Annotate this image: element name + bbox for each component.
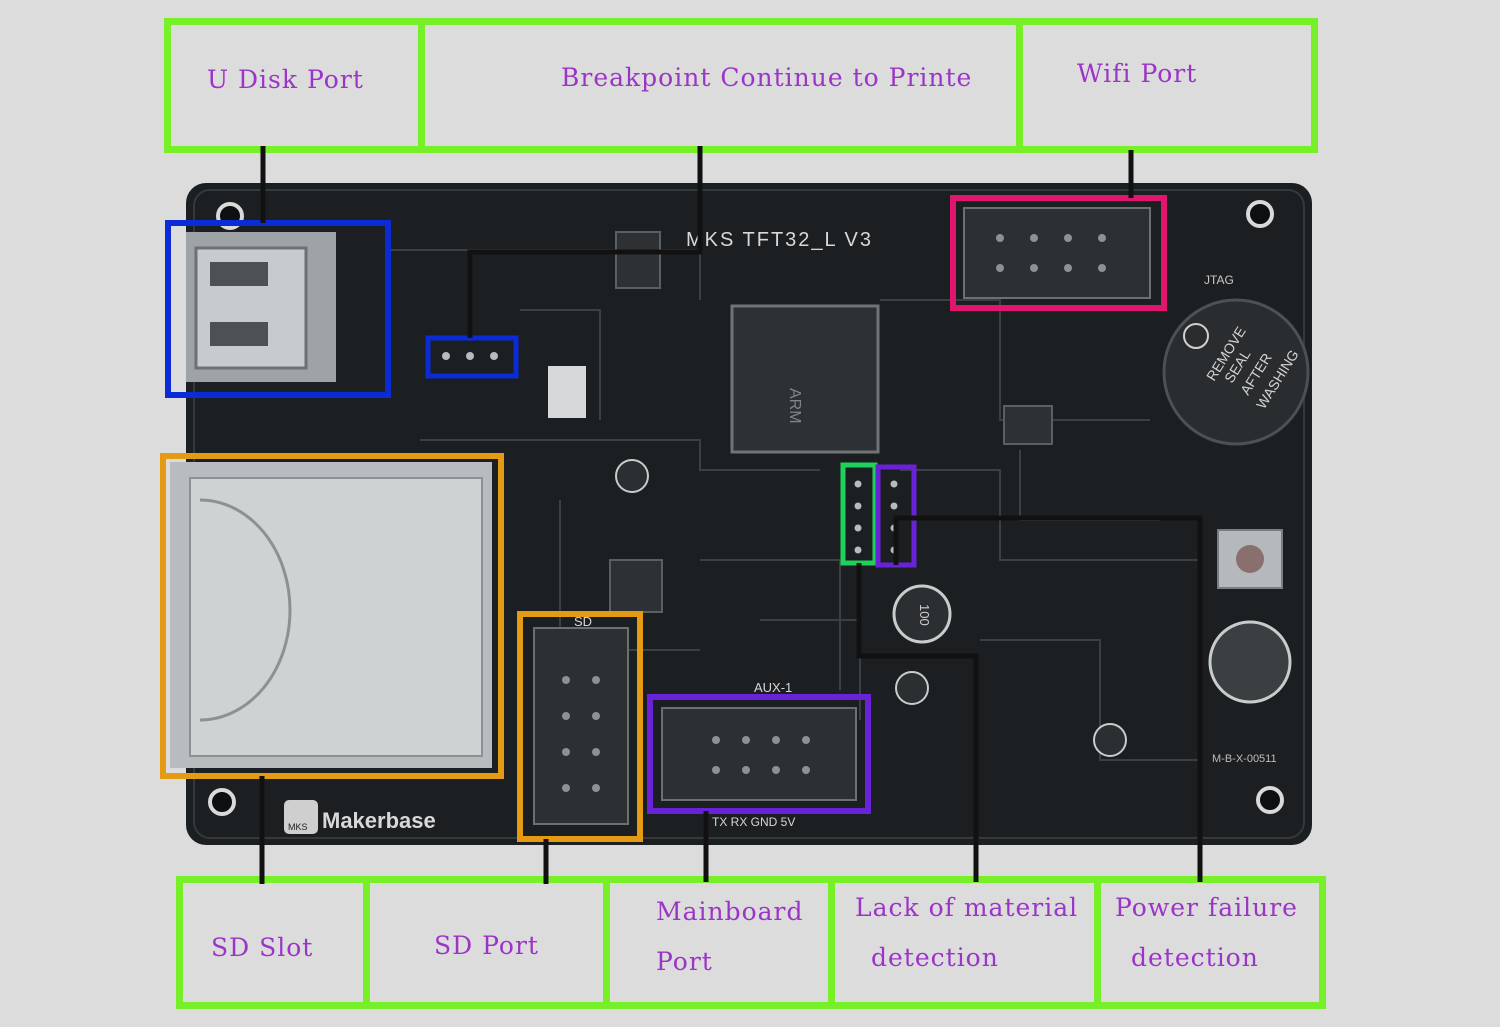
mks-logo-text: MKS <box>288 822 308 832</box>
label-line: Mainboard <box>656 897 804 926</box>
wifi-highlight-box <box>950 195 1167 311</box>
cpu-chip <box>730 304 880 454</box>
pcb-board <box>186 183 1312 845</box>
material-highlight-box <box>840 462 878 566</box>
label-breakpoint: Breakpoint Continue to Printe <box>425 25 1023 146</box>
mounting-holes <box>208 200 1284 816</box>
capacitor <box>615 459 649 493</box>
aux-header <box>661 707 857 801</box>
label-line: detection <box>1131 943 1259 972</box>
label-line: detection <box>871 943 999 972</box>
leader-breakpoint <box>467 146 703 338</box>
aux-header-label: AUX-1 <box>754 680 792 695</box>
buzzer-label: REMOVE <box>1203 324 1249 384</box>
chip-label: ARM <box>786 388 803 424</box>
board-serial: M-B-X-00511 <box>1212 753 1277 765</box>
label-sd-port: SD Port <box>370 883 610 1002</box>
mks-logo <box>284 800 318 834</box>
usb-port-housing <box>186 232 336 382</box>
label-text: Breakpoint Continue to Printe <box>561 63 973 92</box>
buzzer-label: WASHING <box>1253 347 1302 412</box>
label-text: Lack of material detection <box>855 883 1078 983</box>
label-text: SD Port <box>434 931 539 960</box>
label-mainboard-port: Mainboard Port <box>610 883 835 1002</box>
capacitor <box>1208 620 1292 704</box>
usb-slot <box>210 322 268 346</box>
bottom-label-row: SD Slot SD Port Mainboard Port Lack of m… <box>176 876 1326 1009</box>
pcb-traces <box>390 249 1200 761</box>
sd-slot-housing <box>170 462 492 768</box>
label-line: Lack of material <box>855 893 1079 922</box>
leader-power <box>893 515 1203 882</box>
label-text: Power failure detection <box>1115 883 1298 983</box>
label-wifi-port: Wifi Port <box>1023 25 1311 146</box>
brand-name: Makerbase <box>322 808 436 833</box>
label-text: Wifi Port <box>1077 59 1198 88</box>
ic-chip <box>609 559 663 613</box>
buzzer <box>1162 298 1310 446</box>
label-sd-slot: SD Slot <box>183 883 370 1002</box>
ic-chip <box>1003 405 1053 445</box>
reset-button <box>1217 529 1283 589</box>
ic-chip <box>615 231 661 289</box>
breakpoint-highlight-box <box>425 335 519 379</box>
usb-highlight-box <box>165 220 391 398</box>
wifi-pins <box>996 234 1106 272</box>
pcb-edge <box>193 189 1305 839</box>
label-lack-material: Lack of material detection <box>835 883 1101 1002</box>
label-text: SD Slot <box>211 933 314 962</box>
board-model: MKS TFT32_L V3 <box>686 229 873 251</box>
label-power-failure: Power failure detection <box>1101 883 1319 1002</box>
buzzer-label: AFTER <box>1237 350 1275 397</box>
cap-label: 100 <box>917 604 932 626</box>
sd-port-highlight-box <box>517 611 643 842</box>
reset-button-cap <box>1236 545 1264 573</box>
aux-pin-labels: TX RX GND 5V <box>712 815 795 829</box>
buzzer-label: SEAL <box>1221 347 1254 386</box>
label-u-disk-port: U Disk Port <box>171 25 425 146</box>
capacitor <box>895 671 929 705</box>
label-text: U Disk Port <box>207 65 364 94</box>
sd-header <box>533 627 629 825</box>
aux-highlight-box <box>647 694 871 814</box>
label-line: Power failure <box>1115 893 1298 922</box>
usb-port-opening <box>194 246 308 370</box>
capacitor <box>1093 723 1127 757</box>
power-highlight-box <box>875 464 917 568</box>
sd-slot-highlight-box <box>160 453 504 779</box>
sd-header-label: SD <box>574 614 592 629</box>
wifi-header <box>963 207 1151 299</box>
capacitor <box>892 584 952 644</box>
sd-slot-cover <box>189 477 483 757</box>
usb-slot <box>210 262 268 286</box>
buzzer-plus <box>1183 323 1209 349</box>
crystal <box>548 366 586 418</box>
sd-pins <box>562 676 600 792</box>
aux-pins <box>712 736 810 774</box>
top-label-row: U Disk Port Breakpoint Continue to Print… <box>164 18 1318 153</box>
small-pin-headers <box>442 352 898 554</box>
jtag-label: JTAG <box>1204 273 1234 287</box>
label-line: Port <box>656 947 713 976</box>
leader-material <box>856 563 979 882</box>
leader-lines <box>259 146 1203 884</box>
label-text: Mainboard Port <box>656 887 804 987</box>
sd-slot-arc <box>199 498 292 722</box>
